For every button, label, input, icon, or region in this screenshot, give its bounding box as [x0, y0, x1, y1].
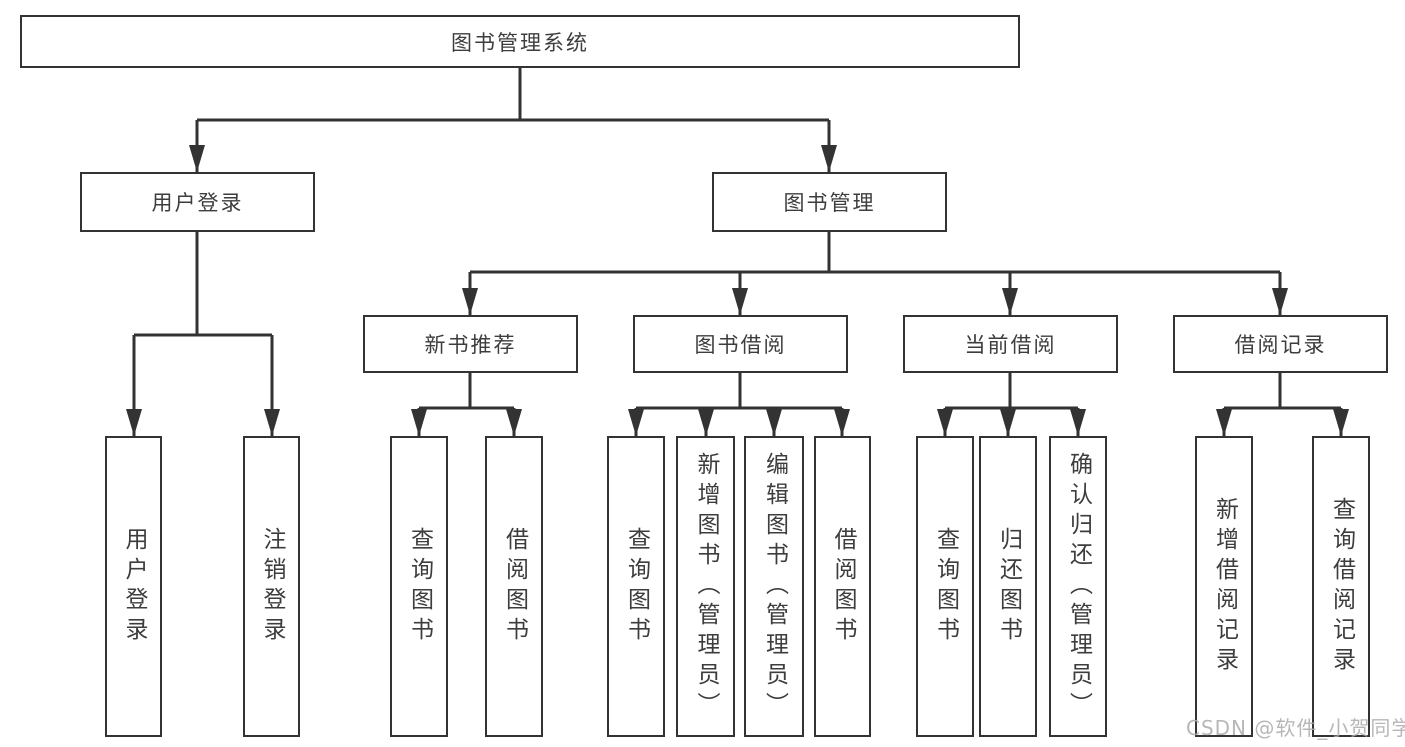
leaf-label: 归还图书: [995, 526, 1022, 647]
arrowhead-icon: [698, 409, 714, 436]
leaf-label: 借阅图书: [501, 526, 528, 647]
node-user-login-branch: 用户登录: [80, 172, 315, 232]
arrowhead-icon: [506, 409, 522, 436]
node-leaf-edit-books-admin: 编辑图书（管理员）: [744, 436, 804, 737]
csdn-watermark: CSDN @软件_小贺同学: [1186, 716, 1405, 740]
arrowhead-icon: [1333, 409, 1349, 436]
leaf-label: 借阅图书: [830, 526, 856, 647]
leaf-label: 查询图书: [623, 526, 650, 647]
node-new-book-recommend: 新书推荐: [363, 315, 578, 373]
arrowhead-icon: [732, 288, 748, 315]
connector-bookmgmt-to-level3: [468, 232, 1282, 315]
node-leaf-add-borrow-record: 新增借阅记录: [1195, 436, 1253, 737]
leaf-label: 查询图书: [932, 526, 959, 647]
leaf-label: 新增图书（管理员）: [693, 451, 719, 722]
arrowhead-icon: [126, 409, 142, 436]
node-leaf-borrow-books-2: 借阅图书: [814, 436, 871, 737]
arrowhead-icon: [937, 409, 953, 436]
arrowhead-icon: [1002, 288, 1018, 315]
node-leaf-user-login: 用户登录: [105, 436, 162, 737]
arrowhead-icon: [821, 145, 837, 172]
node-book-management-branch: 图书管理: [712, 172, 947, 232]
arrowhead-icon: [1070, 409, 1086, 436]
arrowheads: [126, 145, 1349, 436]
connector-current-to-leaves: [943, 373, 1080, 436]
connector-root-to-level2: [195, 68, 831, 172]
node-leaf-query-borrow-record: 查询借阅记录: [1312, 436, 1370, 737]
node-leaf-confirm-return-admin: 确认归还（管理员）: [1049, 436, 1107, 737]
arrowhead-icon: [264, 409, 280, 436]
connector-borrow-to-leaves: [634, 373, 844, 436]
arrowhead-icon: [411, 409, 427, 436]
node-leaf-add-books-admin: 新增图书（管理员）: [676, 436, 735, 737]
arrowhead-icon: [462, 288, 478, 315]
leaf-label: 新增借阅记录: [1211, 496, 1238, 677]
node-borrowing-records: 借阅记录: [1173, 315, 1388, 373]
leaf-label: 查询借阅记录: [1328, 496, 1355, 677]
node-root-system: 图书管理系统: [20, 15, 1020, 68]
arrowhead-icon: [766, 409, 782, 436]
arrowhead-icon: [1272, 288, 1288, 315]
node-leaf-query-books-2: 查询图书: [607, 436, 665, 737]
node-leaf-borrow-books-1: 借阅图书: [485, 436, 543, 737]
arrowhead-icon: [1216, 409, 1232, 436]
leaf-label: 用户登录: [121, 526, 147, 647]
leaf-label: 编辑图书（管理员）: [761, 451, 788, 722]
node-leaf-return-books: 归还图书: [979, 436, 1037, 737]
node-leaf-query-books-1: 查询图书: [390, 436, 448, 737]
arrowhead-icon: [189, 145, 205, 172]
node-leaf-logout: 注销登录: [243, 436, 300, 737]
node-book-borrowing: 图书借阅: [633, 315, 848, 373]
node-leaf-query-books-3: 查询图书: [916, 436, 974, 737]
connector-newbook-to-leaves: [417, 373, 516, 436]
connector-userlogin-to-leaves: [132, 232, 274, 436]
arrowhead-icon: [1000, 409, 1016, 436]
leaf-label: 确认归还（管理员）: [1065, 451, 1092, 722]
node-current-borrowing: 当前借阅: [903, 315, 1118, 373]
leaf-label: 查询图书: [406, 526, 433, 647]
arrowhead-icon: [628, 409, 644, 436]
arrowhead-icon: [834, 409, 850, 436]
leaf-label: 注销登录: [259, 526, 285, 647]
connector-records-to-leaves: [1222, 373, 1343, 436]
